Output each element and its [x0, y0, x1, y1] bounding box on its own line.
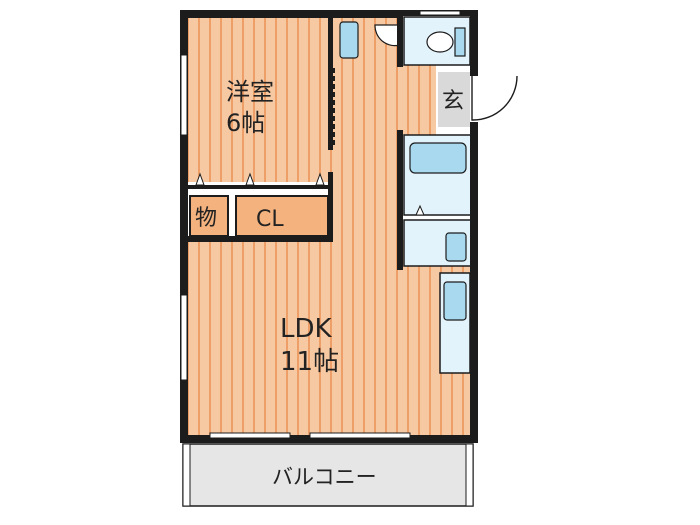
fixture-top	[339, 21, 359, 59]
entrance-door	[471, 75, 518, 121]
walls	[180, 10, 478, 443]
windows	[180, 10, 461, 439]
entrance-fill	[438, 72, 470, 127]
door-marker	[415, 204, 425, 216]
balcony-rail	[465, 443, 474, 507]
ldk-floor-lower	[187, 240, 470, 440]
balcony-rail	[182, 443, 191, 507]
storage-label: 物	[195, 206, 217, 231]
western-room-size: 6帖	[226, 109, 265, 137]
ldk-floor	[187, 17, 399, 27]
closet-fill	[235, 195, 329, 237]
closet-door-markers	[195, 172, 325, 186]
toilet-bowl	[426, 31, 454, 53]
balcony-label: バルコニー	[272, 465, 377, 489]
western-room-name: 洋室	[226, 78, 274, 106]
ldk-name: LDK	[280, 314, 333, 344]
bathtub	[409, 142, 467, 174]
kitchen-sink	[443, 281, 467, 321]
ldk-size: 11帖	[280, 347, 339, 377]
toilet-tank	[454, 27, 466, 57]
washbasin	[445, 232, 467, 262]
hall-floor	[396, 65, 436, 135]
western-room-floor	[187, 17, 332, 182]
closet-label: CL	[256, 207, 284, 232]
entrance-label: 玄	[442, 89, 464, 114]
